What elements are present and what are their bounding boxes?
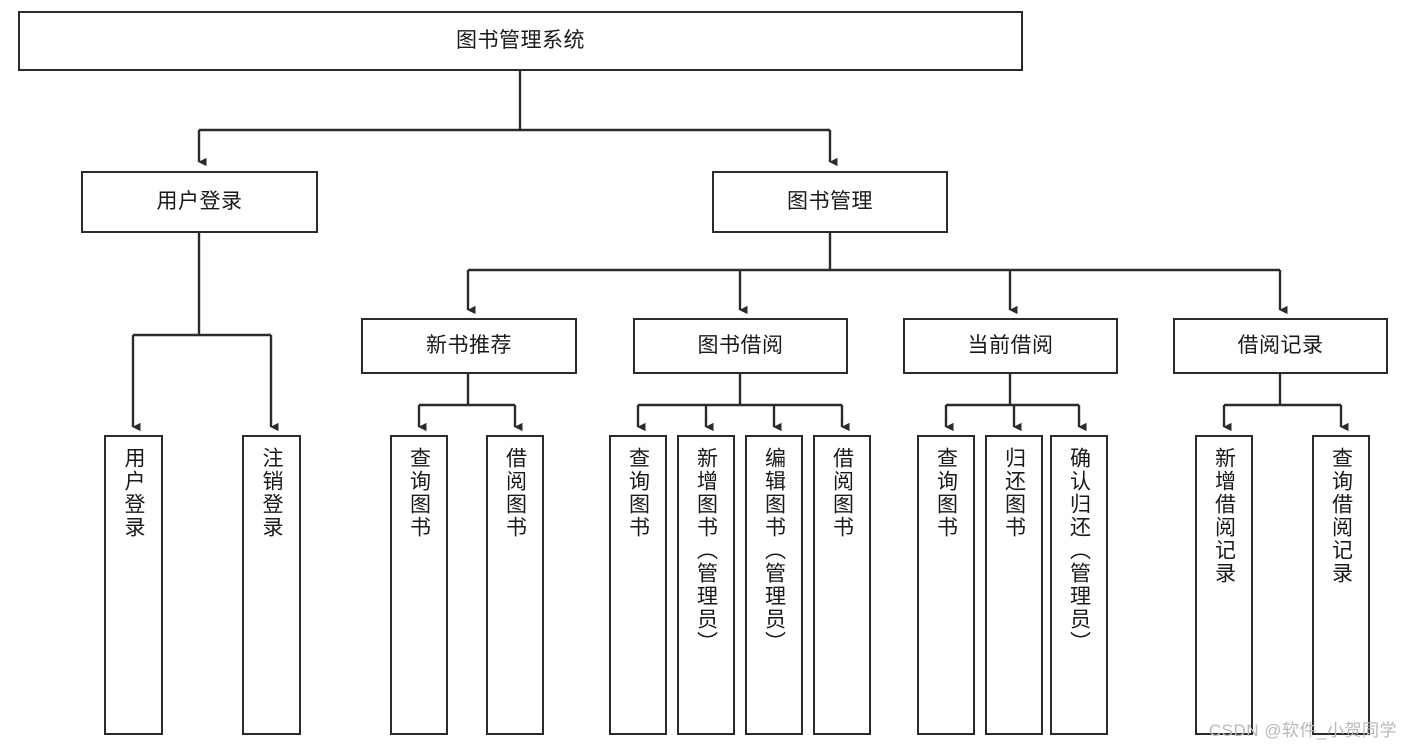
leaf-record-add-label: 新增借阅记录 <box>1212 447 1236 585</box>
leaf-borrow-edit-book-label: 编辑图书（管理员） <box>762 447 786 654</box>
node-new-book-recommend[interactable]: 新书推荐 <box>361 318 577 374</box>
leaf-new-book-borrow-label: 借阅图书 <box>503 447 527 539</box>
node-new-book-recommend-label: 新书推荐 <box>426 333 512 357</box>
node-root-label: 图书管理系统 <box>456 28 585 52</box>
node-book-borrow-label: 图书借阅 <box>697 333 784 357</box>
node-root[interactable]: 图书管理系统 <box>18 11 1023 71</box>
leaf-current-query-book-label: 查询图书 <box>934 447 958 539</box>
leaf-borrow-query-book-label: 查询图书 <box>626 447 650 539</box>
node-current-borrow[interactable]: 当前借阅 <box>903 318 1118 374</box>
node-borrow-record-label: 借阅记录 <box>1237 333 1324 357</box>
node-user-login[interactable]: 用户登录 <box>81 171 318 233</box>
leaf-borrow-add-book[interactable]: 新增图书（管理员） <box>677 435 735 735</box>
leaf-borrow-borrow-book[interactable]: 借阅图书 <box>813 435 871 735</box>
node-current-borrow-label: 当前借阅 <box>967 333 1054 357</box>
leaf-borrow-edit-book[interactable]: 编辑图书（管理员） <box>745 435 803 735</box>
leaf-current-confirm-return-label: 确认归还（管理员） <box>1067 447 1091 654</box>
leaf-record-add[interactable]: 新增借阅记录 <box>1195 435 1253 735</box>
leaf-user-login-logout[interactable]: 注销登录 <box>242 435 301 735</box>
leaf-current-confirm-return[interactable]: 确认归还（管理员） <box>1050 435 1108 735</box>
leaf-borrow-add-book-label: 新增图书（管理员） <box>694 447 718 654</box>
leaf-record-query[interactable]: 查询借阅记录 <box>1312 435 1370 735</box>
leaf-new-book-query-label: 查询图书 <box>407 447 431 539</box>
node-book-management-label: 图书管理 <box>787 189 873 213</box>
watermark-text: CSDN @软件_小贺同学 <box>1208 721 1397 740</box>
leaf-current-query-book[interactable]: 查询图书 <box>917 435 975 735</box>
leaf-borrow-query-book[interactable]: 查询图书 <box>609 435 667 735</box>
node-borrow-record[interactable]: 借阅记录 <box>1173 318 1388 374</box>
leaf-current-return-book-label: 归还图书 <box>1002 447 1026 539</box>
leaf-new-book-query[interactable]: 查询图书 <box>390 435 448 735</box>
leaf-user-login-logout-label: 注销登录 <box>260 447 283 539</box>
leaf-record-query-label: 查询借阅记录 <box>1329 447 1353 585</box>
leaf-borrow-borrow-book-label: 借阅图书 <box>830 447 854 539</box>
leaf-current-return-book[interactable]: 归还图书 <box>985 435 1043 735</box>
leaf-user-login-login[interactable]: 用户登录 <box>104 435 163 735</box>
node-book-borrow[interactable]: 图书借阅 <box>633 318 848 374</box>
leaf-user-login-login-label: 用户登录 <box>122 447 145 539</box>
node-book-management[interactable]: 图书管理 <box>712 171 948 233</box>
node-user-login-label: 用户登录 <box>156 189 243 213</box>
leaf-new-book-borrow[interactable]: 借阅图书 <box>486 435 544 735</box>
